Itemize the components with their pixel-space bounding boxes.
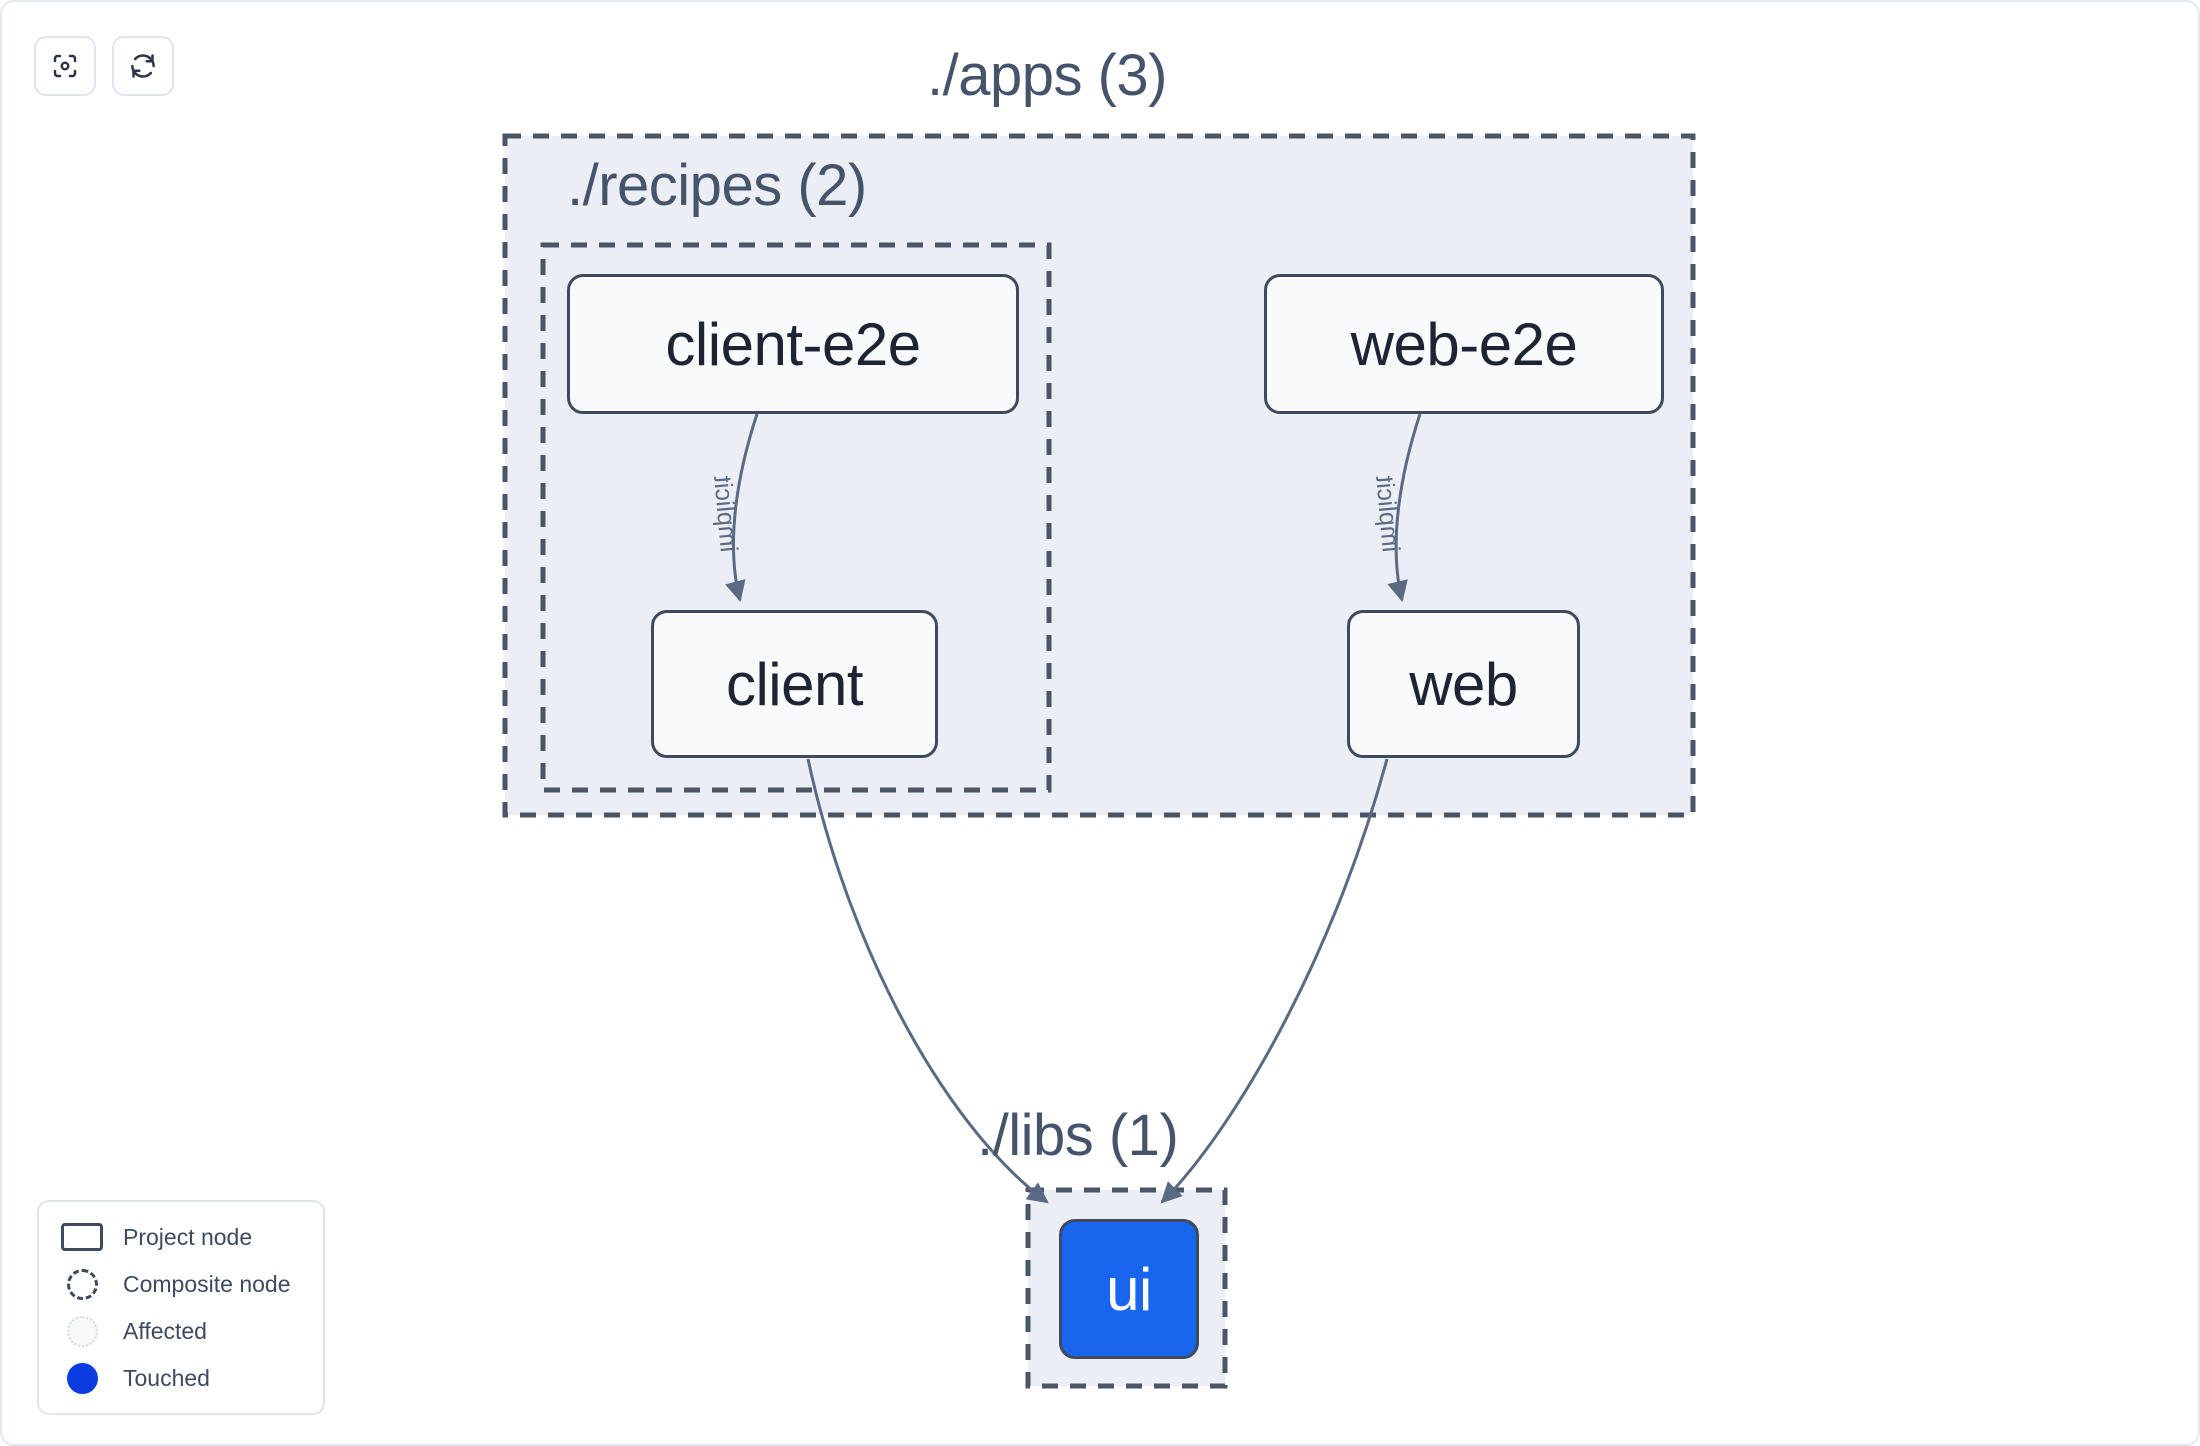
- project-node-client[interactable]: client: [651, 610, 938, 758]
- legend-label-composite-node: Composite node: [123, 1270, 291, 1297]
- project-node-ui[interactable]: ui: [1059, 1219, 1199, 1359]
- refresh-graph-button[interactable]: [112, 36, 174, 96]
- group-label-libs: ./libs (1): [977, 1103, 1179, 1168]
- legend-item-touched: Touched: [61, 1361, 303, 1395]
- graph-legend: Project node Composite node Affected Tou…: [37, 1200, 325, 1415]
- focus-target-icon: [50, 51, 80, 81]
- affected-swatch: [61, 1314, 103, 1348]
- legend-item-project-node: Project node: [61, 1220, 303, 1254]
- legend-label-touched: Touched: [123, 1364, 210, 1391]
- legend-label-affected: Affected: [123, 1317, 207, 1344]
- group-label-recipes: ./recipes (2): [567, 153, 867, 218]
- project-node-web-e2e[interactable]: web-e2e: [1264, 274, 1664, 414]
- group-label-apps: ./apps (3): [927, 43, 1168, 108]
- touched-swatch: [61, 1361, 103, 1395]
- edge-client-to-ui: [806, 758, 1049, 1204]
- legend-item-composite-node: Composite node: [61, 1267, 303, 1301]
- refresh-icon: [128, 51, 158, 81]
- edge-client-e2e-to-client: [725, 413, 759, 603]
- focus-graph-button[interactable]: [34, 36, 96, 96]
- legend-item-affected: Affected: [61, 1314, 303, 1348]
- project-node-web[interactable]: web: [1347, 610, 1580, 758]
- composite-node-swatch: [61, 1267, 103, 1301]
- project-node-client-e2e[interactable]: client-e2e: [567, 274, 1019, 414]
- edge-web-e2e-to-web: [1387, 413, 1422, 603]
- project-node-swatch: [61, 1220, 103, 1254]
- legend-label-project-node: Project node: [123, 1223, 253, 1250]
- graph-toolbar: [34, 36, 174, 96]
- edge-web-to-ui: [1160, 758, 1389, 1204]
